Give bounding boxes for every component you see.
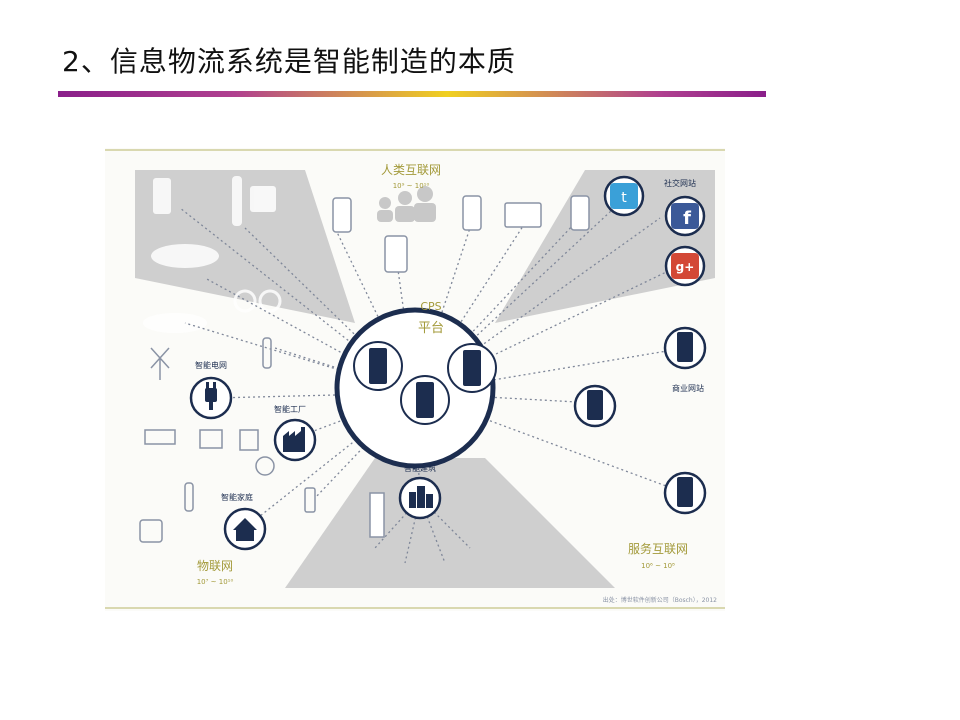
building-sector <box>285 458 615 588</box>
svg-text:f: f <box>683 208 691 229</box>
building-icon <box>409 486 433 508</box>
region-label-services: 服务互联网 <box>628 541 688 556</box>
platform-label: 平台 <box>418 321 444 336</box>
smart-home-label: 智能家庭 <box>221 492 253 502</box>
iot-sector-top <box>135 170 355 323</box>
social-network-label: 社交网站 <box>664 178 696 188</box>
smart-building-label: 智能建筑 <box>404 463 436 473</box>
slide-title: 2、信息物流系统是智能制造的本质 <box>62 45 516 78</box>
region-scale-services: 10⁶ ~ 10⁸ <box>641 562 675 570</box>
svg-text:t: t <box>621 190 627 206</box>
people-icon <box>377 186 436 222</box>
cps-diagram: 人类互联网 10⁹ ~ 10¹⁰ 物联网 10⁷ ~ 10¹⁰ 服务互联网 10… <box>105 148 725 611</box>
home-icon <box>233 518 257 541</box>
human-devices <box>332 195 590 273</box>
plug-icon <box>205 382 217 410</box>
factory-icon <box>283 427 305 452</box>
svg-text:g+: g+ <box>676 260 695 274</box>
inner-device-icons <box>353 341 497 425</box>
social-sector <box>495 170 715 323</box>
smart-grid-label: 智能电网 <box>195 360 227 370</box>
region-scale-people: 10⁹ ~ 10¹⁰ <box>393 182 430 190</box>
cps-label: CPS <box>420 300 441 313</box>
region-label-iot: 物联网 <box>197 559 233 573</box>
region-scale-iot: 10⁷ ~ 10¹⁰ <box>197 578 234 586</box>
smart-factory-label: 智能工厂 <box>274 404 306 414</box>
business-web-label: 商业网站 <box>672 383 704 393</box>
misc-iot-icons <box>139 337 385 543</box>
iot-device-icons <box>143 176 282 333</box>
title-underline <box>58 91 766 97</box>
source-credit: 出处：博世软件创新公司（Bosch），2012 <box>603 596 717 604</box>
business-web-nodes <box>573 326 707 515</box>
region-label-people: 人类互联网 <box>381 163 441 177</box>
social-icons: t f g+ <box>603 175 706 287</box>
